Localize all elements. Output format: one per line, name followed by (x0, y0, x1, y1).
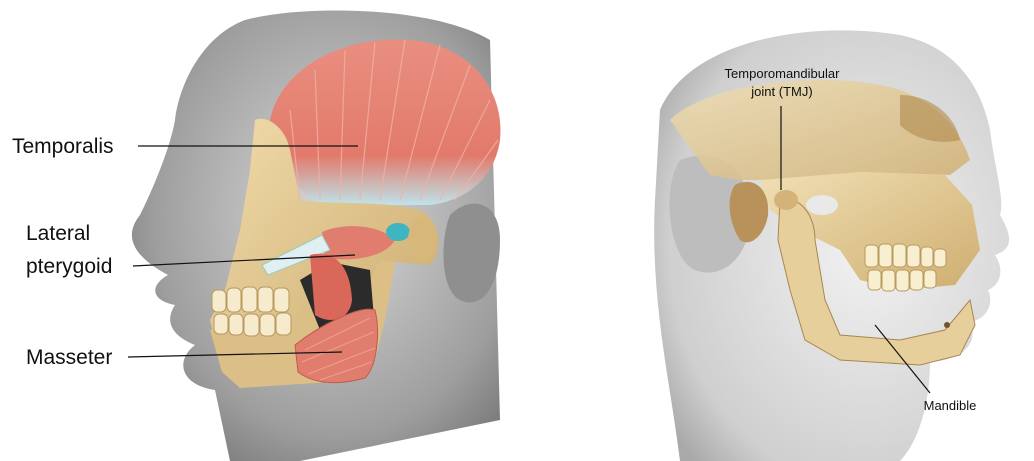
tmj-label-line1: Temporomandibular (697, 66, 867, 82)
tmj-disc (386, 223, 410, 241)
condyle (408, 218, 436, 262)
sigmoid-notch (806, 195, 838, 215)
mandible-label: Mandible (900, 398, 1000, 414)
tmj-label-line2: joint (TMJ) (697, 84, 867, 100)
masseter-label: Masseter (26, 345, 112, 370)
tmj-condyle (774, 190, 798, 210)
jaw-muscles-figure: Temporalis Lateral pterygoid Masseter (0, 0, 517, 461)
lateral-pterygoid-label-line2: pterygoid (26, 254, 112, 279)
mental-foramen (944, 322, 950, 328)
temporalis-label: Temporalis (12, 134, 114, 159)
lateral-pterygoid-label-line1: Lateral (26, 221, 90, 246)
tmj-skull-figure: Temporomandibular joint (TMJ) Mandible (600, 0, 1034, 461)
